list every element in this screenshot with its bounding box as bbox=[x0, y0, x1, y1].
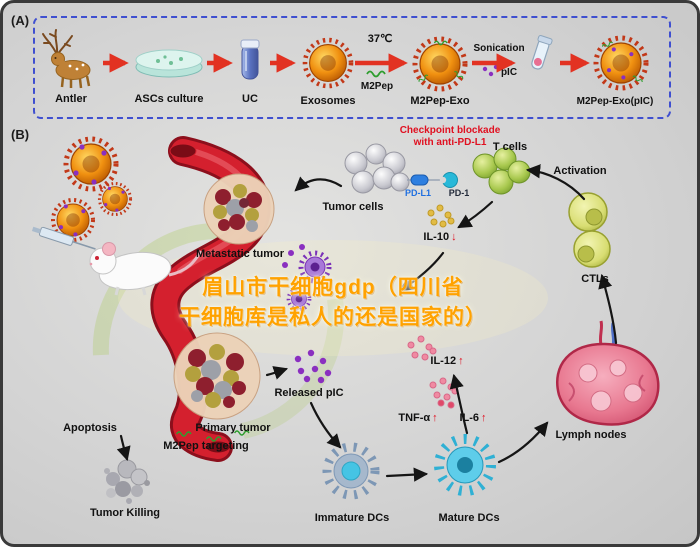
metastatic-tumor-icon bbox=[203, 173, 275, 245]
step-uc-label: UC bbox=[242, 93, 258, 105]
released-pic-label: Released pIC bbox=[274, 387, 344, 399]
primary-tumor-label: Primary tumor bbox=[195, 422, 271, 434]
mature-dcs-label: Mature DCs bbox=[438, 512, 500, 524]
ctls-label: CTLs bbox=[581, 273, 609, 285]
exosome-icon bbox=[305, 40, 351, 86]
il12-label: IL-12↑ bbox=[430, 355, 463, 367]
il10-arrow-icon: ↓ bbox=[451, 231, 457, 243]
tnf-il6-dots bbox=[429, 377, 459, 409]
il12-arrow-icon: ↑ bbox=[458, 355, 464, 367]
step-ascs-culture-label: ASCs culture bbox=[134, 93, 204, 105]
checkpoint-blockade-line1: Checkpoint blockade bbox=[399, 125, 501, 136]
step-exosomes-label: Exosomes bbox=[300, 95, 356, 107]
petri-dish-icon bbox=[135, 49, 203, 78]
immature-dc-icon bbox=[322, 442, 380, 500]
activation-label: Activation bbox=[553, 165, 607, 177]
il10-label: IL-10↓ bbox=[423, 231, 456, 243]
step-m2pep-exo-label: M2Pep-Exo bbox=[410, 95, 470, 107]
tumor-cells-label: Tumor cells bbox=[322, 201, 384, 213]
primary-tumor-icon bbox=[173, 332, 261, 420]
metastatic-tumor-label: Metastatic tumor bbox=[195, 248, 285, 260]
released-pic-dots bbox=[294, 349, 332, 384]
step-m2pep-exo-pic-label: M2Pep-Exo(pIC) bbox=[576, 96, 654, 107]
flow-arrows bbox=[116, 164, 618, 482]
m2pep-exo-icon bbox=[415, 39, 465, 89]
m2pep-peptide-icon bbox=[366, 70, 386, 78]
il6-label: IL-6↑ bbox=[459, 412, 486, 424]
sonication-tube-icon bbox=[531, 35, 553, 70]
watermark-line2: 干细胞库是私人的还是国家的） bbox=[179, 306, 487, 329]
tnf-arrow-icon: ↑ bbox=[432, 412, 438, 424]
syringe-icon bbox=[31, 226, 96, 250]
il10-dots bbox=[427, 204, 455, 228]
il6-name: IL-6 bbox=[459, 412, 480, 424]
mature-dc-icon bbox=[434, 434, 496, 496]
apoptosis-label: Apoptosis bbox=[63, 422, 117, 434]
mouse-icon bbox=[89, 242, 203, 296]
pd-1-label: PD-1 bbox=[448, 188, 470, 198]
tumor-cells-cluster bbox=[344, 143, 410, 194]
il12-dots bbox=[407, 335, 437, 361]
pd-l1-pd-1-icon bbox=[407, 172, 458, 188]
lymph-node-icon bbox=[556, 320, 660, 426]
panel-a-dashed-frame bbox=[33, 16, 671, 119]
checkpoint-blockade-line2: with anti-PD-L1 bbox=[413, 137, 487, 148]
il6-arrow-icon: ↑ bbox=[481, 412, 487, 424]
diagram-graphics bbox=[31, 29, 660, 504]
il10-name: IL-10 bbox=[423, 231, 450, 243]
lymph-nodes-label: Lymph nodes bbox=[555, 429, 627, 441]
panel-a-tag: (A) bbox=[11, 13, 30, 28]
virus-particles bbox=[53, 139, 133, 240]
sonication-label: Sonication bbox=[473, 43, 525, 54]
m2pep-targeting-label: M2Pep targeting bbox=[163, 440, 249, 452]
tumor-killing-cell-icon bbox=[104, 459, 150, 504]
temperature-label: 37℃ bbox=[367, 33, 393, 45]
step-antler-label: Antler bbox=[55, 93, 87, 105]
pd-l1-label: PD-L1 bbox=[404, 188, 432, 198]
deer-antler-icon bbox=[42, 29, 91, 89]
ctl-cells bbox=[568, 192, 611, 268]
pic-label: pIC bbox=[500, 67, 518, 78]
tnf-name: TNF-α bbox=[398, 412, 431, 424]
il12-name: IL-12 bbox=[430, 355, 457, 367]
tumor-killing-label: Tumor Killing bbox=[89, 507, 161, 519]
t-cells-cluster bbox=[472, 147, 531, 195]
m2-macrophage-icon bbox=[282, 244, 332, 312]
immature-dcs-label: Immature DCs bbox=[314, 512, 390, 524]
m2pep-exo-pic-icon bbox=[596, 38, 646, 88]
m2pep-label: M2Pep bbox=[360, 81, 394, 92]
panel-b-tag: (B) bbox=[11, 127, 30, 142]
watermark-line1: 眉山市干细胞gdp（四川省 bbox=[202, 276, 464, 299]
t-cells-label: T cells bbox=[492, 141, 528, 153]
tnf-label: TNF-α↑ bbox=[398, 412, 437, 424]
uc-tube-icon bbox=[240, 39, 260, 80]
